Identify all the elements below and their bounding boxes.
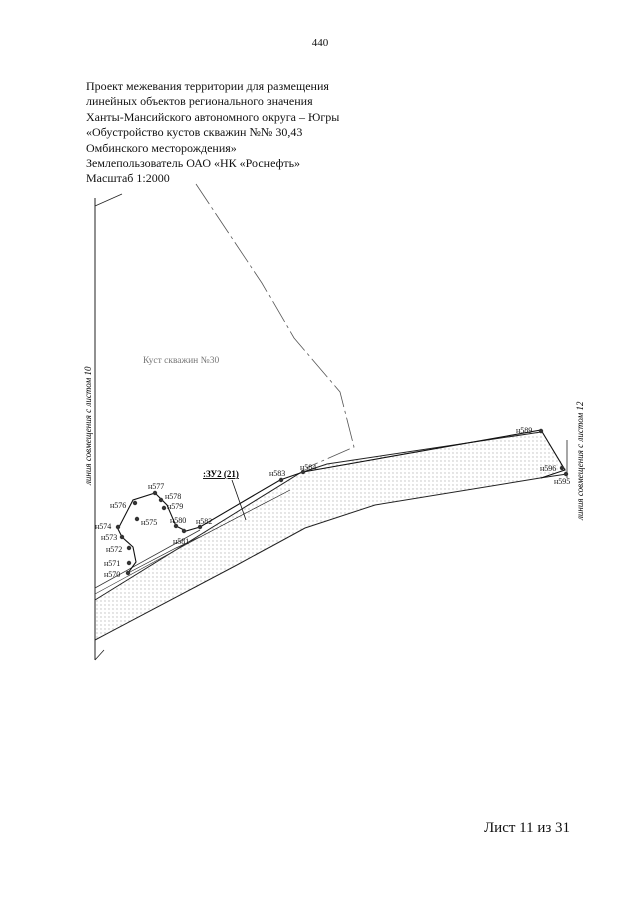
well-cluster-boundary xyxy=(195,183,355,469)
road-inner-line xyxy=(94,529,201,589)
point-label: н589 xyxy=(516,426,532,435)
point-label: н584 xyxy=(300,463,316,472)
point-label: н575 xyxy=(141,518,157,527)
point-label: н576 xyxy=(110,501,126,510)
point-marker xyxy=(158,497,164,503)
point-marker xyxy=(278,477,284,483)
point-marker xyxy=(152,490,158,496)
title-line: линейных объектов регионального значения xyxy=(86,94,313,109)
boundary-points xyxy=(115,428,569,576)
point-marker xyxy=(161,505,167,511)
point-marker xyxy=(181,528,187,534)
parcel-inner-edge xyxy=(127,489,291,574)
point-label: н572 xyxy=(106,545,122,554)
road-corridor xyxy=(95,432,567,640)
point-label: н579 xyxy=(167,502,183,511)
title-block: Проект межевания территории для размещен… xyxy=(86,79,339,187)
title-line: Проект межевания территории для размещен… xyxy=(86,79,329,93)
page-number: 440 xyxy=(311,37,329,49)
point-label: н571 xyxy=(104,559,120,568)
point-marker xyxy=(563,471,569,477)
point-marker xyxy=(173,523,179,529)
point-label: н577 xyxy=(148,482,164,491)
point-marker xyxy=(119,534,125,540)
point-marker xyxy=(126,545,132,551)
point-label: н596 xyxy=(540,464,556,473)
point-label: н578 xyxy=(165,492,181,501)
parcel-label: :ЗУ2 (21) xyxy=(203,469,239,479)
point-label: н582 xyxy=(196,517,212,526)
point-label: н580 xyxy=(170,516,186,525)
point-label: н574 xyxy=(95,522,111,531)
point-marker xyxy=(132,500,138,506)
left-border-tick xyxy=(94,193,123,207)
title-line: Ханты-Мансийского автономного округа – Ю… xyxy=(86,109,340,124)
point-marker xyxy=(559,465,565,471)
left-border-tick xyxy=(94,649,105,661)
point-marker xyxy=(538,428,544,434)
point-marker xyxy=(300,469,306,475)
point-marker xyxy=(134,516,140,522)
point-label: н581 xyxy=(173,537,189,546)
right-match-line-label: линия совмещения с листом 12 xyxy=(575,401,585,521)
road-edge-upper xyxy=(94,431,542,601)
point-marker xyxy=(197,524,203,530)
title-line: Омбинского месторождения» xyxy=(86,140,237,155)
point-marker xyxy=(126,560,132,566)
parcel-label-leader xyxy=(231,479,247,521)
well-cluster-label: Куст скважин №30 xyxy=(143,356,219,366)
title-line: Землепользователь ОАО «НК «Роснефть» xyxy=(86,156,301,171)
sheet-number: Лист 11 из 31 xyxy=(484,820,571,836)
point-marker xyxy=(125,570,131,576)
point-label: н583 xyxy=(269,469,285,478)
scale-label: Масштаб 1:2000 xyxy=(86,171,170,186)
title-line: «Обустройство кустов скважин №№ 30,43 xyxy=(86,125,303,140)
point-label: н573 xyxy=(101,533,117,542)
left-match-line-label: линия совмещения с листом 10 xyxy=(83,366,93,486)
road-inner-line xyxy=(94,536,201,595)
point-label: н570 xyxy=(104,570,120,579)
point-marker xyxy=(115,524,121,530)
parcel-boundary xyxy=(117,429,566,574)
point-label: н595 xyxy=(554,477,570,486)
